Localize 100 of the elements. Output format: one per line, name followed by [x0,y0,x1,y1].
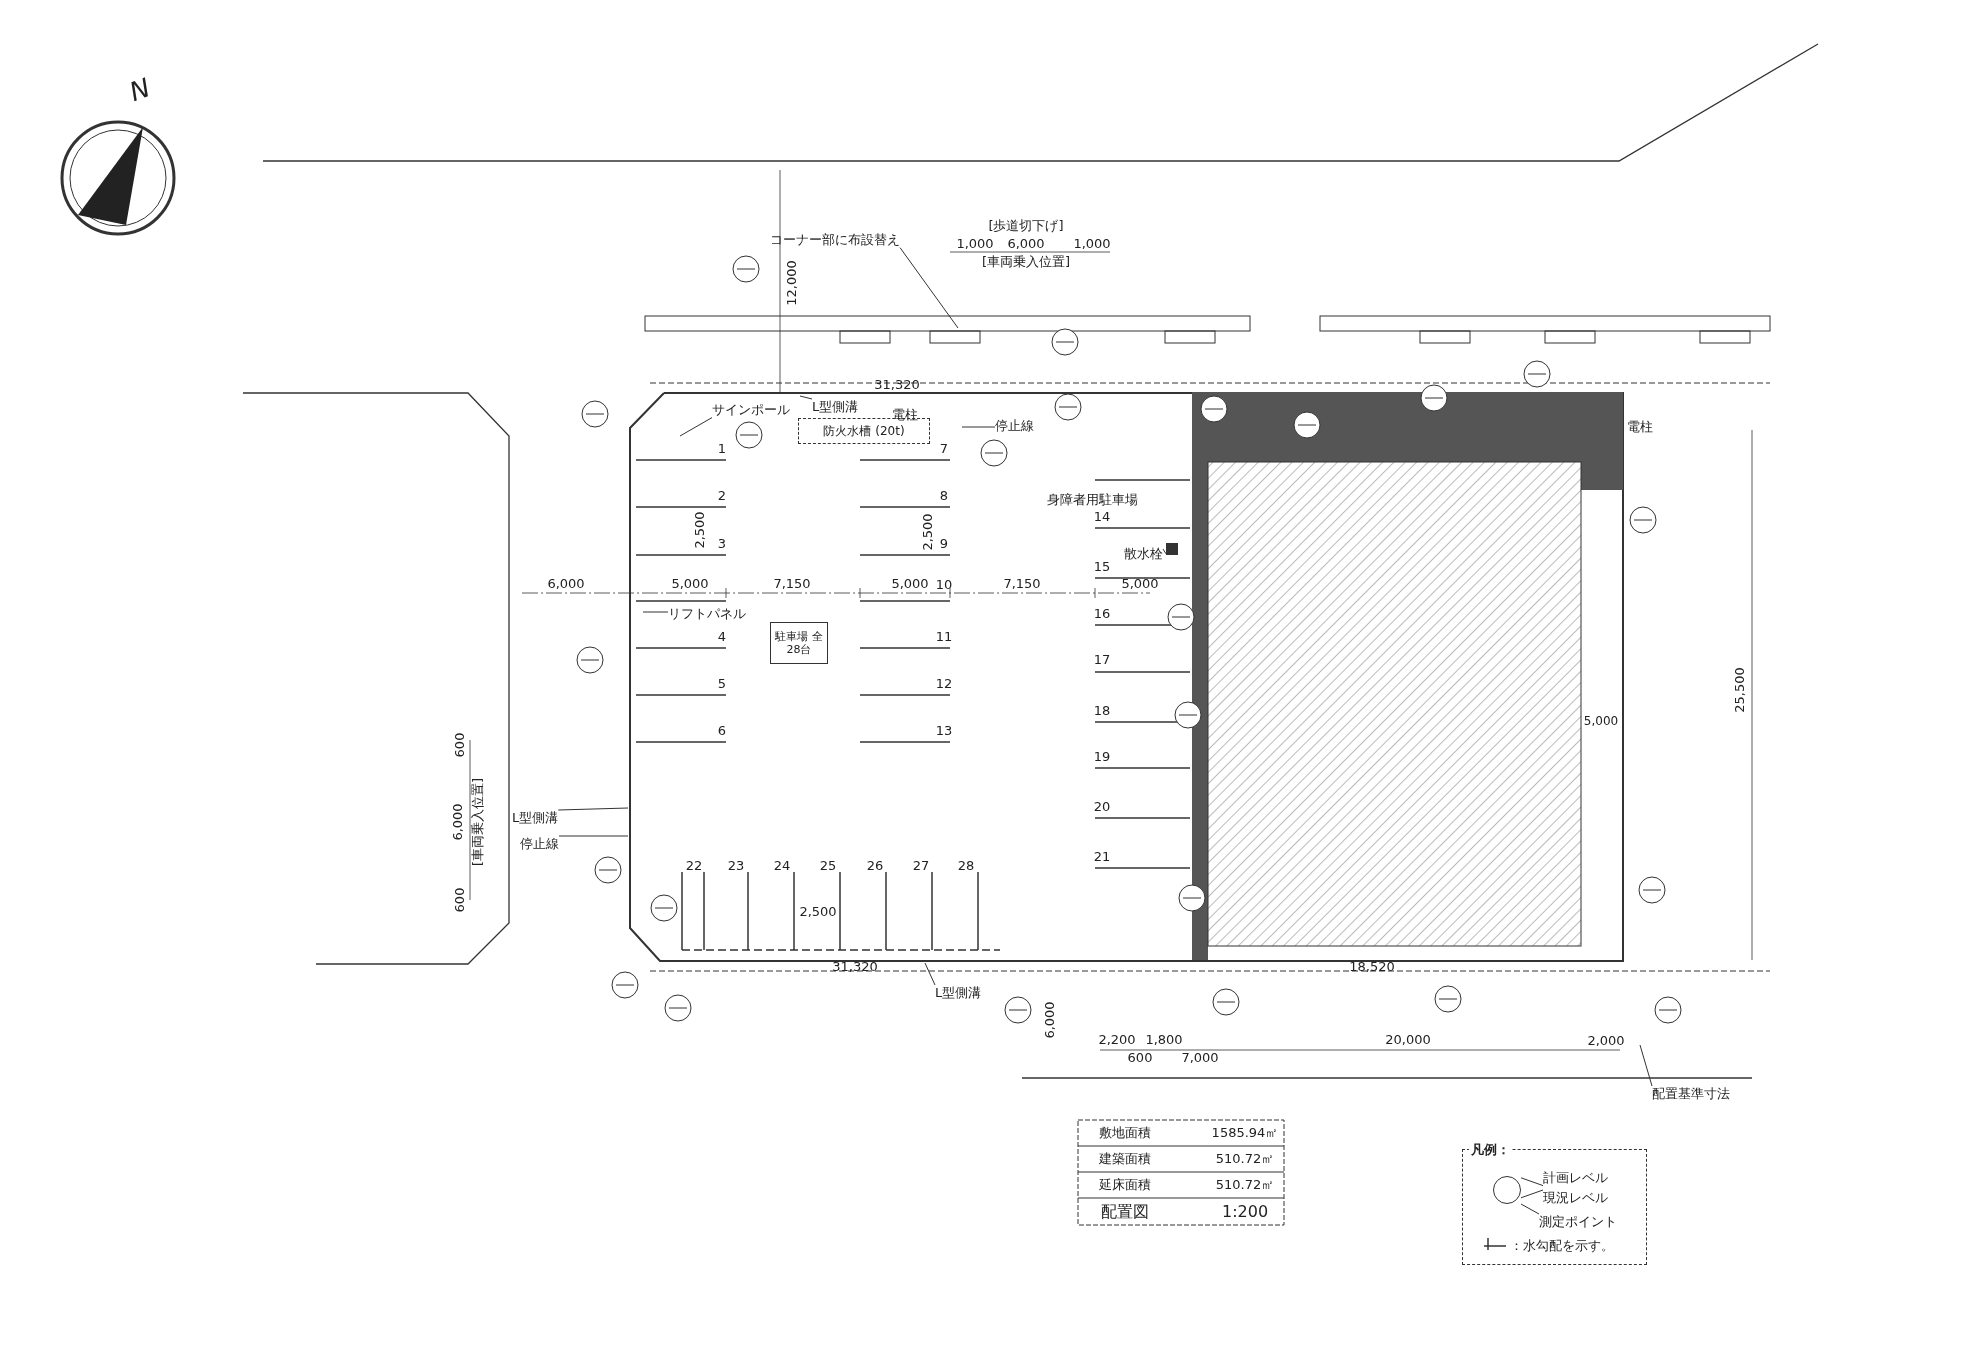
dimension-text: 600 [452,732,468,758]
stall-number: 27 [912,858,930,874]
table-cell-text: 1585.94㎡ [1211,1125,1279,1141]
scale-text: 1:200 [1221,1203,1269,1221]
callout-text: リフトパネル [668,606,746,622]
table-cell-text: 510.72㎡ [1215,1177,1275,1193]
stall-number: 5 [717,676,727,692]
hydrant-marker [1166,543,1178,555]
stall-number: 28 [957,858,975,874]
parking-area-box [770,622,828,664]
area-label: 駐車場 全28台 [774,629,824,657]
leader-line [924,962,936,986]
table-cell-text: 建築面積 [1099,1151,1151,1167]
stall-number: 4 [717,629,727,645]
legend-heading: 凡例： [1469,1142,1512,1158]
dimension-text: 7,150 [773,576,811,592]
legend-item-text: 計画レベル [1543,1170,1608,1186]
stall-number: 14 [1093,509,1111,525]
stall-number: 25 [819,858,837,874]
dimension-text: 1,800 [1145,1032,1183,1048]
dimension-text: 1,000 [1073,236,1111,252]
dimension-text: 1,000 [956,236,994,252]
dimension-text: [歩道切下げ] [988,218,1064,234]
dimension-text: 12,000 [784,260,800,306]
stall-number: 16 [1093,606,1111,622]
leader-line [558,835,629,837]
stall-number: 15 [1093,559,1111,575]
dimension-text: 6,000 [1007,236,1045,252]
leader-line [899,247,959,329]
stall-number: 13 [935,723,953,739]
dimension-text: 5,000 [891,576,929,592]
dimension-text: 600 [452,887,468,913]
leader-line [557,807,629,811]
stall-number: 17 [1093,652,1111,668]
leader-line [642,611,669,613]
stall-number: 21 [1093,849,1111,865]
stall-number: 20 [1093,799,1111,815]
legend-item-text: 現況レベル [1543,1190,1608,1206]
callout-text: サインポール [712,402,790,418]
stall-number: 22 [685,858,703,874]
dimension-text: 5,000 [1121,576,1159,592]
dimension-text: 2,500 [799,904,837,920]
dimension-text: 25,500 [1732,667,1748,713]
dimension-text: [車両乗入位置] [470,777,486,867]
dimension-text: 2,000 [1587,1033,1625,1049]
stall-number: 1 [717,441,727,457]
dimension-text: 7,000 [1181,1050,1219,1066]
stall-number: 11 [935,629,953,645]
callout-text: L型側溝 [512,810,559,826]
level-mark-icon [1493,1176,1521,1204]
stall-number: 24 [773,858,791,874]
dimension-text: 31,320 [832,959,878,975]
stall-number: 12 [935,676,953,692]
callout-text: 停止線 [520,836,559,852]
dimension-text: 6,000 [547,576,585,592]
leader-line [1520,1189,1544,1199]
stall-number: 23 [727,858,745,874]
dimension-text: 7,150 [1003,576,1041,592]
leader-line [799,395,813,400]
callout-text: L型側溝 [812,399,859,415]
dimension-text: 20,000 [1385,1032,1431,1048]
dimension-text: [車両乗入位置] [981,254,1071,270]
leader-line [1520,1177,1544,1187]
legend-item-text: 測定ポイント [1539,1214,1617,1230]
leader-line [1639,1044,1653,1087]
note-text: 電柱 [1627,419,1653,435]
callout-text: 停止線 [995,418,1034,434]
dimension-text: 6,000 [450,803,466,841]
tank-label: 防火水槽 (20t) [823,423,905,439]
leader-line [679,417,713,437]
leader-line [1520,1203,1540,1215]
stall-number: 19 [1093,749,1111,765]
stall-number: 10 [935,577,953,593]
dimension-text: 2,200 [1098,1032,1136,1048]
legend-item-text: ：水勾配を示す。 [1510,1238,1614,1254]
stall-number: 18 [1093,703,1111,719]
table-cell-text: 敷地面積 [1099,1125,1151,1141]
stall-number: 26 [866,858,884,874]
dimension-text: 5,000 [671,576,709,592]
area-label: 身障者用駐車場 [1046,492,1138,508]
leader-line [1162,548,1167,555]
dimension-text: 2,500 [692,511,708,549]
stall-number: 2 [717,488,727,504]
stall-number: 7 [939,441,949,457]
stall-number: 6 [717,723,727,739]
stall-number: 8 [939,488,949,504]
drawing-title: 配置図 [1101,1203,1149,1221]
note-text: 電柱 [892,407,918,423]
table-cell-text: 510.72㎡ [1215,1151,1275,1167]
callout-text: コーナー部に布設替え [770,232,900,248]
dimension-text: 600 [1127,1050,1153,1066]
dimension-text: 2,500 [920,513,936,551]
dimension-text: 5,000 [1583,715,1619,729]
callout-text: L型側溝 [935,985,982,1001]
dimension-text: 31,320 [874,377,920,393]
leader-line [961,426,996,428]
stall-number: 3 [717,536,727,552]
callout-text: 散水栓 [1124,546,1163,562]
dimension-text: 6,000 [1042,1001,1058,1039]
callout-text: 配置基準寸法 [1652,1086,1730,1102]
